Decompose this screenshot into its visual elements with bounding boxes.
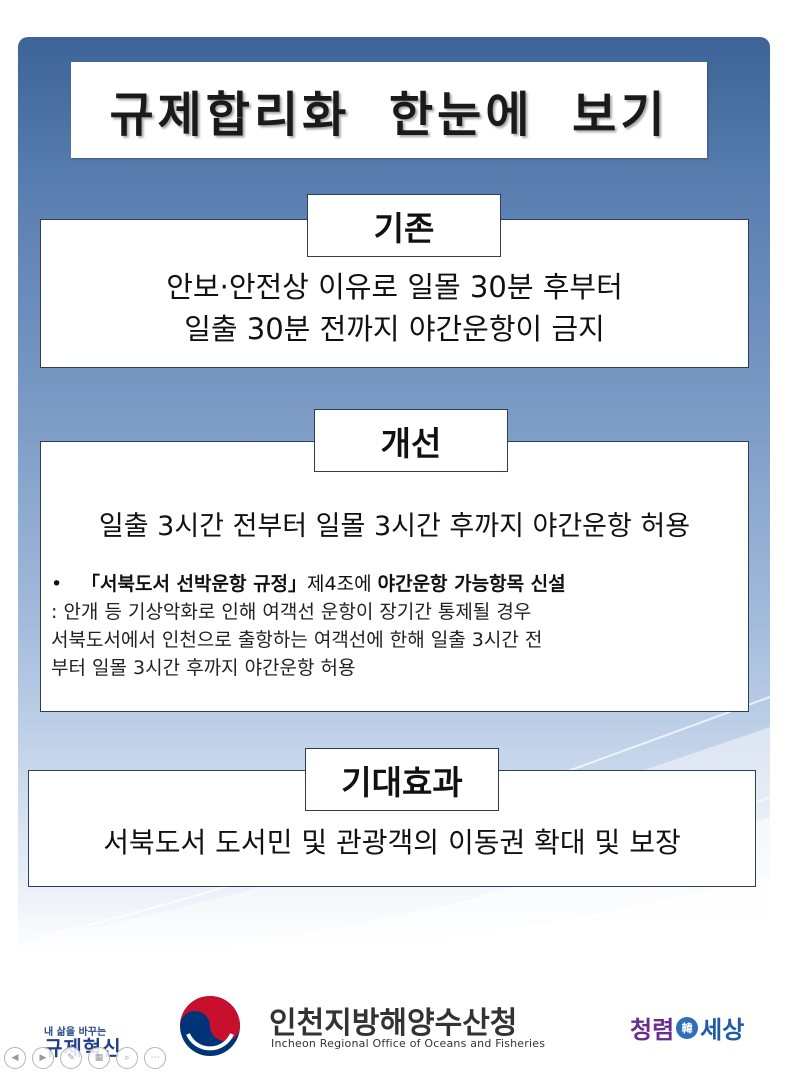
- taegeuk-icon: [180, 996, 240, 1056]
- pen-icon[interactable]: ✎: [60, 1047, 82, 1069]
- improvement-headline: 일출 3시간 전부터 일몰 3시간 후까지 야간운항 허용: [98, 511, 691, 542]
- regulation-article: 제4조에: [307, 573, 378, 595]
- org-name-en: Incheon Regional Office of Oceans and Fi…: [271, 1037, 546, 1050]
- effect-panel: 서북도서 도서민 및 관광객의 이동권 확대 및 보장: [28, 770, 756, 887]
- slogan-top: 내 삶을 바꾸는: [44, 1027, 107, 1038]
- prev-icon[interactable]: ◀: [4, 1047, 26, 1069]
- next-icon[interactable]: ▶: [32, 1047, 54, 1069]
- improvement-tag: 개선: [314, 409, 508, 472]
- title-box: 규제합리화 한눈에 보기: [71, 62, 707, 158]
- improvement-panel: 일출 3시간 전부터 일몰 3시간 후까지 야간운항 허용 • 「서북도서 선박운…: [40, 441, 749, 712]
- existing-line-1: 안보·안전상 이유로 일몰 30분 후부터: [41, 264, 748, 306]
- detail-line: 부터 일몰 3시간 후까지 야간운항 허용: [51, 657, 356, 679]
- slideshow-controls: ◀ ▶ ✎ ▦ ⌕ ⋯: [4, 1047, 166, 1069]
- footer: 내 삶을 바꾸는 규제혁신 인천지방해양수산청 Incheon Regional…: [0, 980, 789, 1079]
- clean-world-logo: 청렴 韓 세상: [630, 1010, 744, 1045]
- existing-line-1-highlight: 일몰 30분 후부터: [407, 270, 623, 304]
- regulation-name: 「서북도서 선박운항 규정」: [81, 573, 308, 595]
- clean-left: 청렴: [630, 1016, 675, 1044]
- existing-tag: 기존: [307, 194, 501, 257]
- zoom-icon[interactable]: ⌕: [116, 1047, 138, 1069]
- existing-line-1-prefix: 안보·안전상 이유로: [166, 270, 408, 304]
- new-provision: 야간운항 가능항목 신설: [377, 573, 566, 595]
- detail-line: 서북도서에서 인천으로 출항하는 여객선에 한해 일출 3시간 전: [51, 629, 543, 651]
- detail-line: : 안개 등 기상악화로 인해 여객선 운항이 장기간 통제될 경우: [51, 601, 532, 623]
- effect-text: 서북도서 도서민 및 관광객의 이동권 확대 및 보장: [103, 826, 681, 859]
- existing-line-2: 일출 30분 전까지 야간운항이 금지: [184, 312, 605, 346]
- effect-tag: 기대효과: [305, 748, 499, 811]
- clean-mid: 韓: [676, 1016, 699, 1039]
- improvement-detail: : 안개 등 기상악화로 인해 여객선 운항이 장기간 통제될 경우 서북도서에…: [51, 598, 542, 682]
- page-title: 규제합리화 한눈에 보기: [109, 87, 669, 143]
- bullet-dot: •: [51, 573, 63, 595]
- more-icon[interactable]: ⋯: [144, 1047, 166, 1069]
- clean-right: 세상: [700, 1016, 745, 1044]
- slides-icon[interactable]: ▦: [88, 1047, 110, 1069]
- improvement-bullet: • 「서북도서 선박운항 규정」제4조에 야간운항 가능항목 신설: [51, 570, 566, 598]
- org-name-ko: 인천지방해양수산청: [269, 1006, 518, 1041]
